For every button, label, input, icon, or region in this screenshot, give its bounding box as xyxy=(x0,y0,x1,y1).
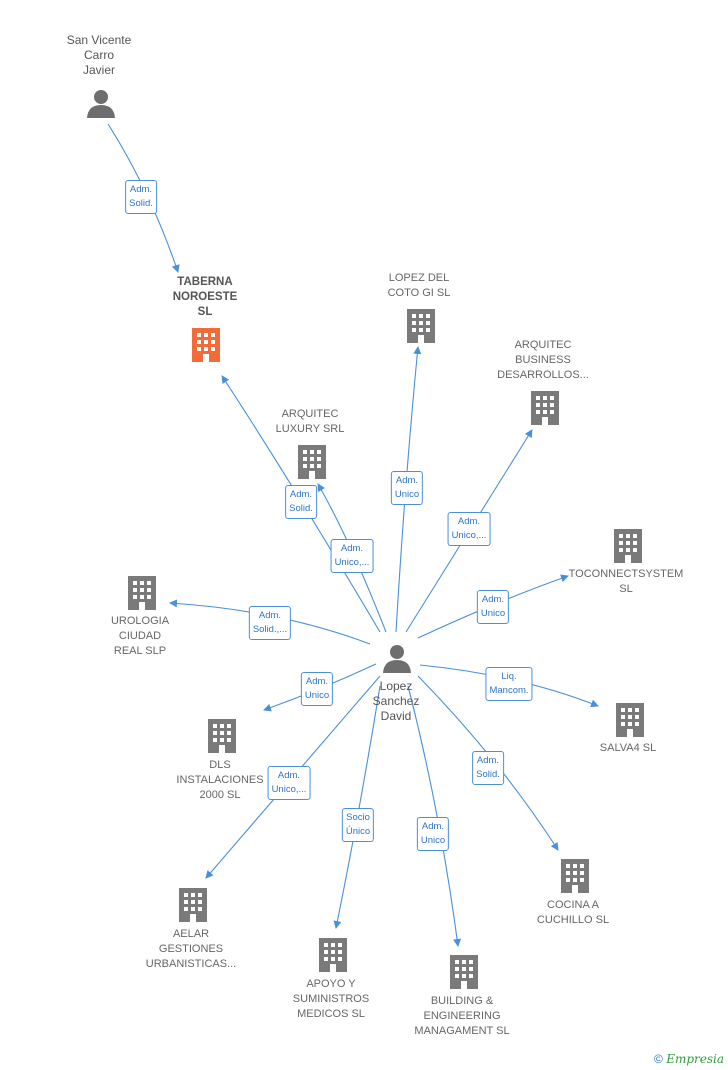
person-san-vicente-label[interactable]: San Vicente Carro Javier xyxy=(66,33,132,77)
edge-label-lopez-dls: Adm. Unico xyxy=(300,672,334,706)
building-icon[interactable] xyxy=(296,443,328,479)
company-salva4-label[interactable]: SALVA4 SL xyxy=(599,742,657,754)
edge-label-lopez-salva4: Liq. Mancom. xyxy=(485,667,533,701)
company-dls-label[interactable]: DLS INSTALACIONES 2000 SL xyxy=(176,759,264,801)
building-icon[interactable] xyxy=(612,527,644,563)
edge-label-lopez-building: Adm. Unico xyxy=(416,817,450,851)
company-apoyo-label[interactable]: APOYO Y SUMINISTROS MEDICOS SL xyxy=(292,978,370,1020)
edge-label-lopez-luxury: Adm. Unico,... xyxy=(330,539,374,573)
building-icon[interactable] xyxy=(448,953,480,989)
company-aelar-label[interactable]: AELAR GESTIONES URBANISTICAS... xyxy=(145,928,237,970)
copyright-symbol: © xyxy=(654,1052,663,1066)
company-urologia-label[interactable]: UROLOGIA CIUDAD REAL SLP xyxy=(110,615,170,657)
person-lopez-sanchez-label[interactable]: Lopez Sanchez David xyxy=(372,679,420,723)
edge-label-sanvicente-taberna: Adm. Solid. xyxy=(125,180,157,214)
building-icon[interactable] xyxy=(529,389,561,425)
edge-label-lopez-aelar: Adm. Unico,... xyxy=(267,766,311,800)
edge-label-lopez-taberna: Adm. Solid. xyxy=(285,485,317,519)
edge-label-lopez-apoyo: Socio Único xyxy=(341,808,375,842)
company-arquitec-business-label[interactable]: ARQUITEC BUSINESS DESARROLLOS... xyxy=(497,339,589,381)
main-company-building-icon[interactable] xyxy=(190,326,222,362)
edge-lopez-building xyxy=(407,685,462,947)
edge-label-lopez-urologia: Adm. Solid.,... xyxy=(248,606,292,640)
company-arquitec-luxury-label[interactable]: ARQUITEC LUXURY SRL xyxy=(275,408,345,435)
edge-label-lopez-coto: Adm. Unico xyxy=(390,471,424,505)
edge-label-lopez-toconnect: Adm. Unico xyxy=(476,590,510,624)
company-toconnect-label[interactable]: TOCONNECTSYSTEM SL xyxy=(568,568,684,595)
company-taberna-label[interactable]: TABERNA NOROESTE SL xyxy=(172,276,238,318)
building-icon[interactable] xyxy=(206,717,238,753)
person-icon[interactable] xyxy=(86,88,116,118)
company-lopez-del-coto-label[interactable]: LOPEZ DEL COTO GI SL xyxy=(387,272,451,299)
building-icon[interactable] xyxy=(317,936,349,972)
edge-label-lopez-business: Adm. Unico,... xyxy=(447,512,491,546)
building-icon[interactable] xyxy=(126,574,158,610)
building-icon[interactable] xyxy=(177,886,209,922)
edge-label-lopez-cocina: Adm. Solid. xyxy=(472,751,504,785)
watermark: © Empresia xyxy=(654,1052,724,1066)
brand-logo-text: Empresia xyxy=(666,1052,724,1066)
building-icon[interactable] xyxy=(614,701,646,737)
company-cocina-label[interactable]: COCINA A CUCHILLO SL xyxy=(536,899,610,926)
building-icon[interactable] xyxy=(559,857,591,893)
building-icon[interactable] xyxy=(405,307,437,343)
person-icon[interactable] xyxy=(382,643,412,673)
company-building-label[interactable]: BUILDING & ENGINEERING MANAGAMENT SL xyxy=(414,995,510,1037)
